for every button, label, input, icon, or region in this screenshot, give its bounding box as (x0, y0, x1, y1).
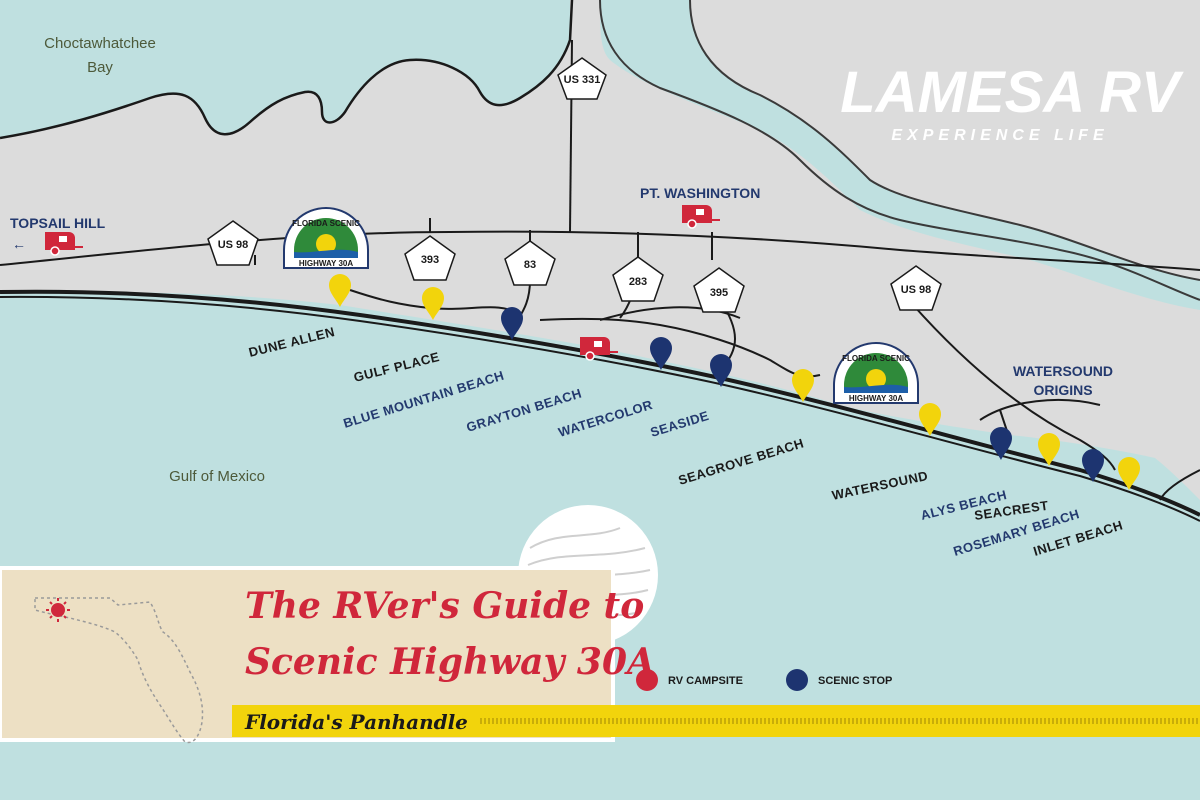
topsail-hill-label: TOPSAIL HILL (10, 215, 106, 231)
rv-legend-label: RV CAMPSITE (668, 675, 743, 687)
svg-text:FLORIDA SCENIC: FLORIDA SCENIC (292, 219, 360, 228)
stop-pin-gulf-place (422, 287, 444, 320)
stop-pin-inlet-beach (1118, 457, 1140, 490)
stop-pin-seacrest (1038, 433, 1060, 466)
bay-inlet (600, 0, 1200, 310)
shield-83: 83 (504, 240, 556, 286)
watersound-origins-label-line1: WATERSOUND (1013, 363, 1113, 379)
river-edge (689, 0, 1200, 281)
svg-text:HIGHWAY 30A: HIGHWAY 30A (849, 394, 903, 403)
title-line2: Scenic Highway 30A (245, 641, 655, 683)
shield-us98-west: US 98 (207, 220, 259, 266)
shield-us331: US 331 (557, 57, 607, 100)
brand-tagline: EXPERIENCE LIFE (891, 127, 1108, 144)
stop-pin-watersound (919, 403, 941, 436)
gulf-label: Gulf of Mexico (169, 468, 265, 485)
svg-text:395: 395 (710, 287, 728, 299)
shield-us98-east: US 98 (890, 265, 942, 311)
scenic-highway-badge: FLORIDA SCENIC HIGHWAY 30A (833, 342, 919, 404)
subtitle-stripe (232, 705, 1200, 737)
shield-395: 395 (693, 267, 745, 313)
svg-text:US 98: US 98 (218, 239, 249, 251)
stop-pin-seaside (710, 354, 732, 387)
svg-text:83: 83 (524, 259, 536, 271)
scenic-legend-swatch (786, 669, 808, 691)
subtitle: Florida's Panhandle (244, 710, 468, 734)
brand-name: LAMESA RV (840, 60, 1184, 125)
brand-logo: LAMESA RV EXPERIENCE LIFE (840, 60, 1184, 144)
stop-pin-blue-mountain-beach (501, 307, 523, 340)
arrow-left-icon: ← (12, 236, 26, 252)
stop-pin-alys-beach (990, 427, 1012, 460)
watersound-origins-label-line2: ORIGINS (1033, 382, 1092, 398)
stop-pin-watercolor (650, 337, 672, 370)
svg-text:283: 283 (629, 276, 647, 288)
svg-text:US 98: US 98 (901, 284, 932, 296)
stop-pin-dune-allen (329, 274, 351, 307)
rv-icon (682, 205, 720, 229)
florida-outline (34, 597, 204, 744)
rv-legend-swatch (636, 669, 658, 691)
title-line1: The RVer's Guide to (245, 585, 644, 627)
svg-text:FLORIDA SCENIC: FLORIDA SCENIC (842, 354, 910, 363)
bay-label-line1: Choctawhatchee (44, 35, 156, 52)
svg-text:393: 393 (421, 254, 439, 266)
svg-text:HIGHWAY 30A: HIGHWAY 30A (299, 259, 353, 268)
coastline (0, 295, 1200, 522)
shield-393: 393 (404, 235, 456, 281)
river (599, 0, 1200, 301)
stop-pin-rosemary-beach (1082, 449, 1104, 482)
shield-283: 283 (612, 256, 664, 302)
bay-shoreline (0, 0, 574, 140)
stop-pin-seagrove-beach (792, 369, 814, 402)
pt-washington-label: PT. WASHINGTON (640, 185, 760, 201)
rv-icon (580, 337, 618, 361)
scenic-highway-badge: FLORIDA SCENIC HIGHWAY 30A (283, 207, 369, 269)
scenic-legend-label: SCENIC STOP (818, 675, 892, 687)
svg-text:US 331: US 331 (564, 74, 601, 86)
rv-icon (45, 232, 83, 256)
highway-30a (0, 289, 1200, 517)
bay-label-line2: Bay (87, 59, 113, 76)
legend: RV CAMPSITE SCENIC STOP (636, 669, 892, 691)
